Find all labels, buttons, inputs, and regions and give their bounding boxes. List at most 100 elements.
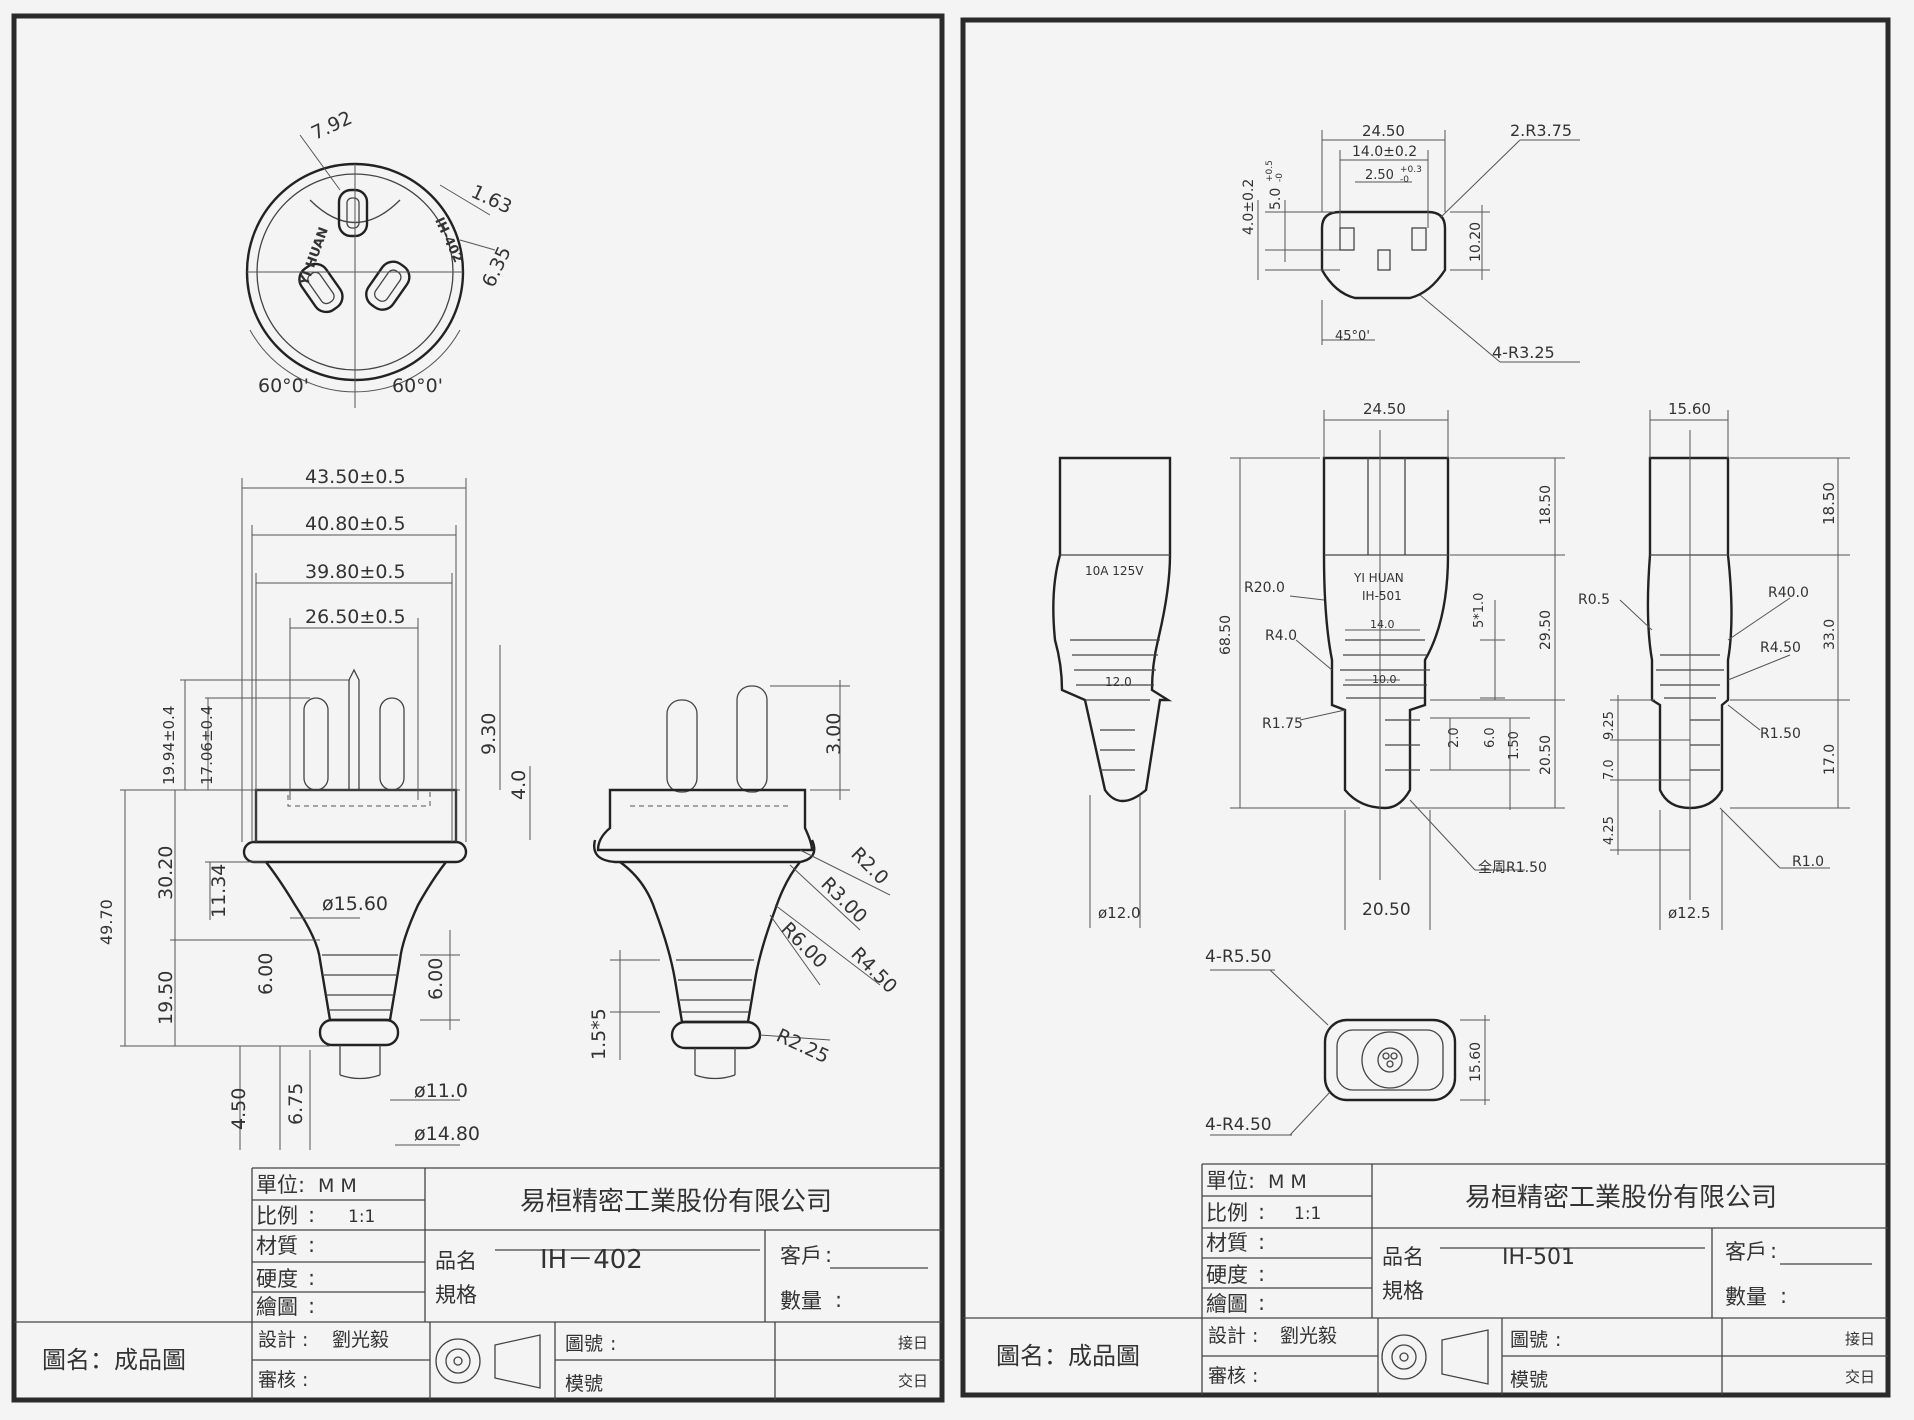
right-tb-hardness-label: 硬度: [1206, 1263, 1248, 1287]
right-tb-drawing-no-label: 圖號: [1510, 1329, 1548, 1351]
left-tb-company: 易桓精密工業股份有限公司: [520, 1187, 832, 1217]
left-top-dim-7.92: 7.92: [308, 107, 356, 145]
right-bottom-dim-4R5.50: 4-R5.50: [1205, 947, 1272, 967]
right-front-dim-20.50-h: 20.50: [1362, 900, 1411, 920]
left-tb-design-label: 設計: [258, 1329, 296, 1351]
right-tb-spec-label: 規格: [1382, 1279, 1424, 1303]
right-tb-unit-value: M M: [1268, 1171, 1307, 1193]
right-front-dim-24.50: 24.50: [1363, 400, 1406, 418]
left-dim-19.50: 19.50: [155, 971, 177, 1025]
left-tb-material-label: 材質: [256, 1234, 298, 1258]
left-dim-d11.0: ø11.0: [414, 1080, 468, 1102]
right-tb-scale-value: 1:1: [1294, 1204, 1321, 1224]
left-tb-receive-label: 接日: [898, 1334, 928, 1352]
right-sideb-dim-17.0: 17.0: [1822, 744, 1838, 775]
right-sideb-dim-R1.50: R1.50: [1760, 726, 1801, 742]
left-dim-d14.80: ø14.80: [414, 1123, 480, 1145]
right-tb-scale-label: 比例: [1206, 1201, 1248, 1225]
right-tb-colon-10: :: [1555, 1329, 1561, 1351]
right-front-dim-R1.75: R1.75: [1262, 716, 1303, 732]
right-sideb-dim-R1.0: R1.0: [1792, 854, 1824, 870]
right-sideb-dim-9.25: 9.25: [1602, 711, 1617, 740]
right-tb-material-label: 材質: [1206, 1231, 1248, 1255]
right-front-dim-18.50: 18.50: [1538, 485, 1554, 525]
right-sideb-dim-4.25: 4.25: [1602, 816, 1617, 845]
right-front-dim-1.50: 1.50: [1507, 731, 1522, 760]
right-top-dim-2.50-lower: -0: [1400, 175, 1409, 185]
right-tb-customer-label: 客戶: [1725, 1240, 1767, 1264]
left-tb-design-value: 劉光毅: [332, 1329, 389, 1351]
right-tb-company: 易桓精密工業股份有限公司: [1465, 1183, 1777, 1213]
right-top-dim-45deg: 45°0': [1335, 329, 1370, 344]
left-tb-colon-10: :: [610, 1333, 616, 1355]
right-front-dim-5x1.0: 5*1.0: [1472, 593, 1487, 628]
left-tb-colon-3: :: [308, 1233, 315, 1257]
left-dim-30.20: 30.20: [155, 846, 177, 900]
left-tb-mold-no-label: 模號: [565, 1373, 603, 1395]
left-tb-check-label: 審核: [258, 1369, 296, 1391]
right-tb-colon-7: :: [1252, 1365, 1258, 1387]
right-tb-colon-1: :: [1248, 1169, 1255, 1193]
right-sideb-dim-R0.5: R0.5: [1578, 592, 1610, 608]
right-top-dim-10.20: 10.20: [1468, 222, 1484, 262]
right-tb-design-label: 設計: [1208, 1325, 1246, 1347]
right-tb-colon-4: :: [1258, 1262, 1265, 1286]
left-dim-19.94: 19.94±0.4: [160, 706, 178, 785]
right-sideb-dim-d12.5: ø12.5: [1668, 904, 1711, 922]
left-top-angle-a: 60°0': [258, 375, 309, 397]
left-tb-colon-2: :: [308, 1203, 315, 1227]
left-tb-colon-6: :: [302, 1329, 308, 1351]
left-top-dim-6.35: 6.35: [478, 243, 516, 291]
right-top-dim-2.50: 2.50: [1365, 168, 1394, 183]
right-tb-drawing-name: 圖名：成品圖: [996, 1342, 1140, 1370]
left-tb-product-label: 品名: [435, 1249, 477, 1273]
left-tb-unit-value: M M: [318, 1175, 357, 1197]
left-side-dim-R6.00: R6.00: [776, 918, 831, 973]
right-front-mold-text-1: YI HUAN: [1353, 571, 1404, 585]
left-tb-colon-8: :: [825, 1243, 832, 1267]
right-tb-receive-label: 接日: [1845, 1330, 1875, 1348]
left-side-dim-3.00: 3.00: [823, 713, 845, 755]
right-front-dim-all-R1.50: 全周R1.50: [1478, 859, 1547, 876]
right-side-a-view: 10A 125V 12.0 ø12.0: [1052, 456, 1173, 928]
right-sidea-dim-d12.0: ø12.0: [1098, 904, 1141, 922]
right-top-dim-5.0-upper: +0.5: [1265, 160, 1275, 182]
right-front-dim-6.0: 6.0: [1483, 727, 1498, 748]
right-front-dim-29.50: 29.50: [1538, 610, 1554, 650]
left-sheet-border: [11, 13, 945, 1403]
right-tb-colon-2: :: [1258, 1200, 1265, 1224]
right-top-dim-4.0: 4.0±0.2: [1241, 179, 1257, 235]
left-tb-customer-label: 客戶: [780, 1244, 822, 1268]
left-side-dim-1.5x5: 1.5*5: [588, 1008, 610, 1060]
right-tb-design-value: 劉光毅: [1280, 1325, 1337, 1347]
left-tb-colon-9: :: [835, 1288, 842, 1312]
left-dim-49.70: 49.70: [97, 899, 116, 945]
right-top-dim-24.50: 24.50: [1362, 122, 1405, 140]
left-dim-6.00-a: 6.00: [255, 953, 277, 995]
left-dim-11.34: 11.34: [208, 864, 230, 918]
right-top-view: 24.50 14.0±0.2 2.50 +0.3 -0 2.R3.75 4.0±…: [1241, 121, 1580, 363]
left-side-view: 3.00 R2.0 R3.00 R4.50 R6.00 R2.25 1.5*5: [588, 680, 901, 1080]
left-side-dim-R2.0: R2.0: [846, 843, 892, 889]
right-front-dim-14.0: 14.0: [1370, 618, 1395, 631]
right-title-block: 單位 : M M 比例 : 1:1 材質 : 硬度 : 繪圖 : 設計 : 劉光…: [963, 1163, 1888, 1395]
right-sideb-dim-15.60: 15.60: [1668, 400, 1711, 418]
left-top-mold-text-1: YI HUAN: [297, 225, 332, 288]
left-side-dim-R2.25: R2.25: [773, 1025, 833, 1068]
right-front-dim-10.0: 10.0: [1372, 673, 1397, 686]
left-tb-scale-label: 比例: [256, 1204, 298, 1228]
left-dim-39.80: 39.80±0.5: [305, 561, 406, 583]
left-tb-product-value: IH－402: [540, 1245, 643, 1275]
right-sheet-border: [960, 17, 1891, 1398]
right-tb-qty-label: 數量: [1725, 1285, 1767, 1309]
right-top-dim-4R3.25: 4-R3.25: [1492, 343, 1555, 362]
right-front-view: 24.50 68.50 18.50 29.50 20.50 R20.0 R4.0…: [1218, 400, 1565, 930]
right-tb-colon-6: :: [1252, 1325, 1258, 1347]
left-dim-6.00-b: 6.00: [425, 958, 447, 1000]
left-dim-26.50: 26.50±0.5: [305, 606, 406, 628]
left-top-angle-b: 60°0': [392, 375, 443, 397]
right-bottom-dim-4R4.50: 4-R4.50: [1205, 1115, 1272, 1135]
right-bottom-dim-15.60: 15.60: [1468, 1042, 1484, 1082]
right-sideb-dim-R4.50: R4.50: [1760, 640, 1801, 656]
